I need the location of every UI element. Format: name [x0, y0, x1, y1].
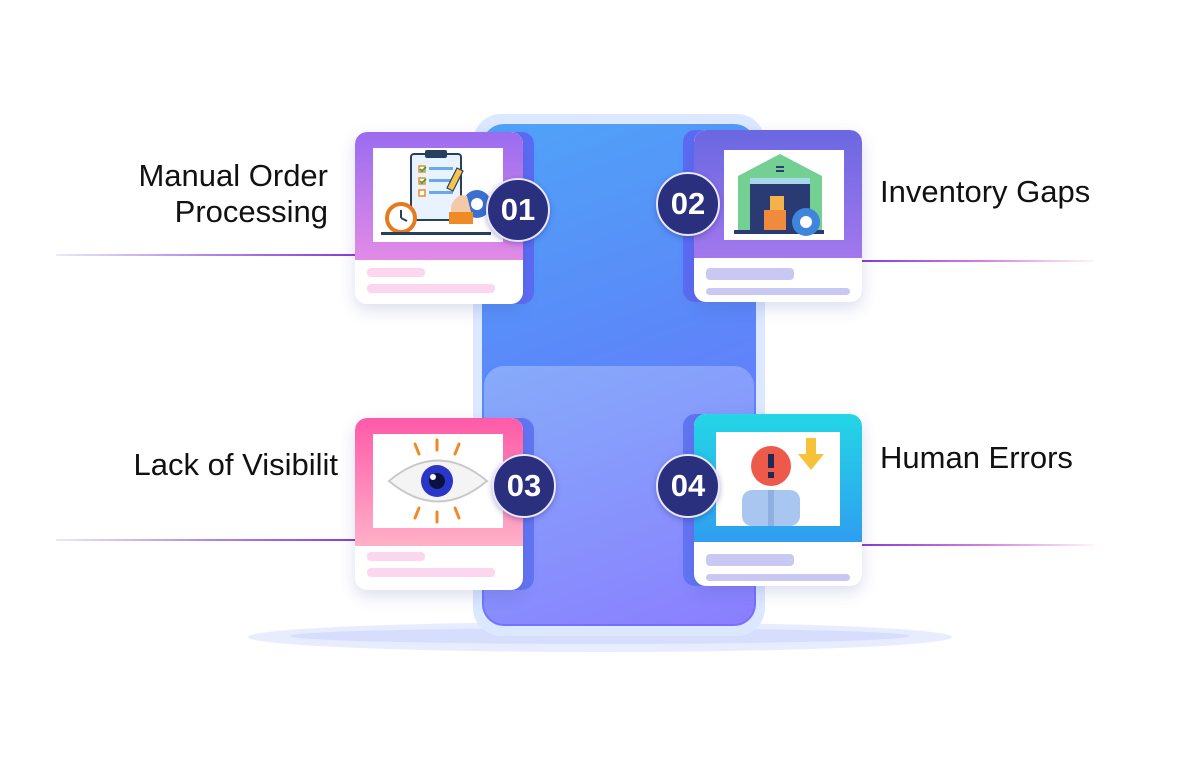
person-warning-icon	[716, 432, 840, 526]
connector-line-04	[862, 544, 1094, 546]
eye-icon	[373, 434, 503, 528]
step-number-01: 01	[486, 178, 550, 242]
card-03	[355, 418, 523, 590]
label-01-line-1: Manual Order	[138, 158, 328, 193]
step-number-03: 03	[492, 454, 556, 518]
label-01-line-2: Processing	[174, 194, 328, 229]
label-04: Human Errors	[880, 440, 1073, 475]
clipboard-checklist-icon	[373, 148, 503, 242]
card-02-bar-1	[706, 268, 794, 280]
card-04-bar-2	[706, 574, 850, 581]
card-01-bar-1	[367, 268, 425, 277]
warehouse-gear-icon	[724, 150, 844, 240]
card-04-bar-1	[706, 554, 794, 566]
label-02: Inventory Gaps	[880, 174, 1091, 209]
card-03-bar-2	[367, 568, 495, 577]
label-01: Manual Order Processing	[100, 158, 328, 230]
card-03-bar-1	[367, 552, 425, 561]
connector-line-01	[56, 254, 356, 256]
card-01	[355, 132, 523, 304]
card-02	[694, 130, 862, 302]
connector-line-02	[862, 260, 1094, 262]
card-02-bar-2	[706, 288, 850, 295]
floor-shadow-inner	[290, 628, 910, 644]
connector-line-03	[56, 539, 356, 541]
step-number-02: 02	[656, 172, 720, 236]
card-01-bar-2	[367, 284, 495, 293]
step-number-04: 04	[656, 454, 720, 518]
label-03: Lack of Visibilit	[133, 447, 338, 482]
card-04	[694, 414, 862, 586]
